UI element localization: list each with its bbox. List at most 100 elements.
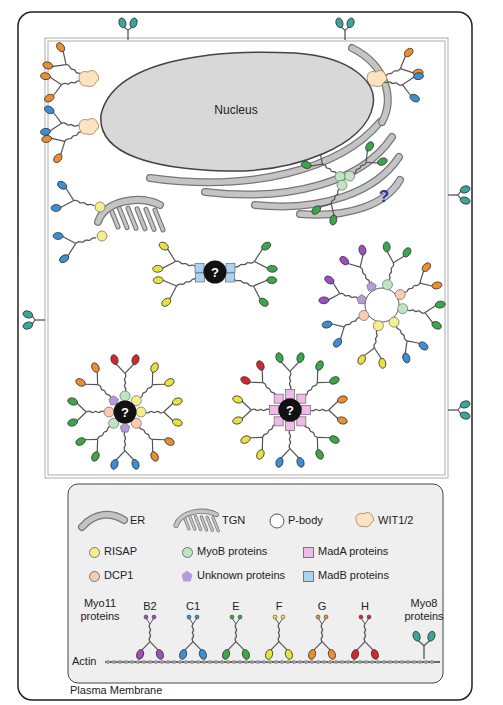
actin-monomer bbox=[418, 660, 422, 664]
unknown-cargo: ? bbox=[203, 260, 227, 284]
myosin-head bbox=[56, 180, 68, 191]
myosin-tail bbox=[234, 261, 254, 267]
myosin-head bbox=[43, 105, 55, 116]
myosin-head bbox=[335, 17, 345, 29]
myosin-neck bbox=[125, 451, 134, 461]
myosin-neck bbox=[49, 123, 61, 131]
myosin-head bbox=[346, 17, 356, 29]
myosin-tail bbox=[124, 373, 125, 392]
myosin-head bbox=[129, 17, 139, 29]
cargo-domain bbox=[273, 615, 277, 619]
legend-text: MyoB proteins bbox=[197, 545, 267, 558]
myosin-neck bbox=[84, 439, 98, 441]
myosin-head bbox=[383, 242, 390, 252]
node-body: ? bbox=[203, 260, 227, 284]
myosin-head bbox=[131, 354, 141, 366]
adaptor-protein bbox=[389, 317, 399, 327]
myosin-head bbox=[135, 649, 145, 661]
legend-swatch bbox=[89, 547, 100, 558]
myosin-head bbox=[459, 411, 471, 421]
myosin-neck bbox=[162, 280, 176, 286]
actin-monomer bbox=[244, 660, 248, 664]
myosin-neck bbox=[262, 437, 264, 451]
tgn-cisterna bbox=[196, 517, 201, 530]
cargo-circle bbox=[279, 399, 302, 422]
legend-text: RISAP bbox=[104, 545, 137, 558]
cargo-domain bbox=[281, 615, 285, 619]
myosin-head bbox=[131, 459, 141, 471]
myosin-neck bbox=[360, 254, 363, 267]
myosin-tail bbox=[145, 411, 164, 412]
myosin-neck bbox=[328, 294, 340, 300]
myosin-neck bbox=[60, 201, 74, 208]
tgn-lumen bbox=[196, 517, 201, 530]
myosin-tail bbox=[235, 624, 236, 642]
myosin-class: F bbox=[276, 600, 283, 613]
actin-monomer bbox=[256, 660, 260, 664]
myosin-head bbox=[337, 395, 349, 405]
cargo-domain bbox=[316, 615, 320, 619]
myosin-head bbox=[163, 436, 175, 447]
actin-monomer bbox=[262, 660, 266, 664]
plasma-membrane bbox=[48, 41, 445, 475]
legend-heading: Myo8 proteins bbox=[399, 597, 449, 623]
myosin-neck bbox=[152, 384, 166, 386]
myosin-head bbox=[178, 649, 188, 661]
myosin-neck bbox=[329, 401, 339, 410]
er-icon bbox=[82, 515, 124, 527]
myosin-neck bbox=[425, 313, 433, 324]
myosin-head bbox=[459, 185, 471, 195]
actin-monomer bbox=[316, 660, 320, 664]
myosin-head bbox=[75, 377, 87, 388]
myosin-head bbox=[110, 459, 120, 471]
myosin-neck bbox=[347, 263, 360, 267]
myosin-head bbox=[370, 649, 380, 661]
myosin-head bbox=[149, 450, 160, 462]
myosin-head bbox=[267, 277, 277, 284]
legend-swatch bbox=[303, 547, 314, 558]
adaptor-protein bbox=[109, 396, 119, 405]
node-body: ? bbox=[113, 400, 137, 424]
myosin-neck bbox=[152, 439, 154, 453]
adaptor-protein bbox=[359, 311, 369, 321]
cargo-domain bbox=[230, 615, 234, 619]
myosin-tail bbox=[404, 283, 420, 292]
actin-monomer bbox=[322, 660, 326, 664]
cell-outline bbox=[18, 12, 472, 700]
myosin-neck bbox=[76, 403, 86, 412]
actin-monomer bbox=[220, 660, 224, 664]
actin-monomer bbox=[340, 660, 344, 664]
myosin-neck bbox=[249, 437, 263, 439]
actin-monomer bbox=[424, 660, 428, 664]
myosin-head bbox=[160, 296, 172, 308]
myosin-class: E bbox=[232, 600, 239, 613]
actin-monomer bbox=[142, 660, 146, 664]
actin-monomer bbox=[106, 660, 110, 664]
actin-monomer bbox=[310, 660, 314, 664]
actin-label: Actin bbox=[72, 655, 96, 668]
actin-monomer bbox=[112, 660, 116, 664]
actin-monomer bbox=[136, 660, 140, 664]
myosin-head bbox=[67, 397, 79, 407]
myosin-neck bbox=[366, 150, 367, 162]
myosin-head bbox=[267, 265, 277, 272]
adaptor-protein bbox=[226, 263, 235, 272]
actin-monomer bbox=[406, 660, 410, 664]
actin-monomer bbox=[292, 660, 296, 664]
myosin-head bbox=[240, 434, 252, 445]
myosin-neck bbox=[317, 382, 331, 384]
myosin-tail bbox=[139, 385, 152, 398]
myosin-head bbox=[421, 261, 433, 273]
cargo-domain bbox=[195, 615, 199, 619]
p-body-icon bbox=[270, 514, 284, 528]
cargo-domain bbox=[238, 615, 242, 619]
myosin-head bbox=[427, 630, 437, 642]
myosin-neck bbox=[329, 410, 339, 419]
myosin-head bbox=[307, 649, 317, 661]
myosin-tail bbox=[322, 164, 336, 174]
legend-swatch bbox=[89, 571, 100, 582]
myosin-tail bbox=[310, 409, 329, 410]
actin-monomer bbox=[346, 660, 350, 664]
myosin-neck bbox=[249, 382, 263, 384]
myosin-head bbox=[402, 352, 411, 364]
